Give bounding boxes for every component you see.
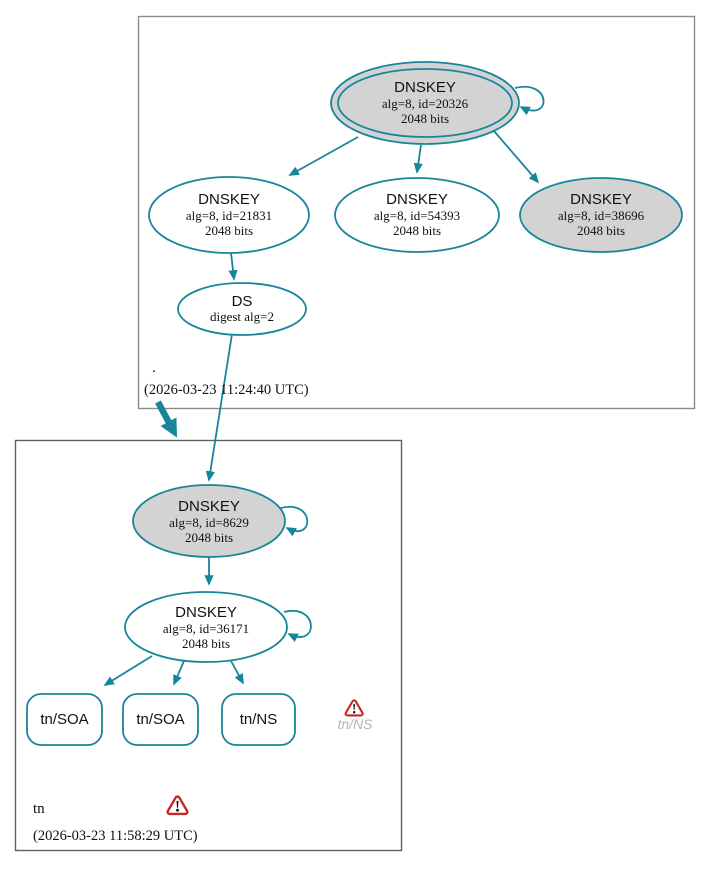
node-size: 2048 bits	[182, 636, 230, 651]
zone-label-root: .	[152, 360, 156, 376]
zone-box-tn	[14, 439, 403, 852]
edge-20326-38696	[493, 130, 540, 184]
edge-20326-54393	[413, 144, 423, 174]
rrset-node-tn-soa-2[interactable]: tn/SOA	[122, 693, 199, 746]
delegation-arrow	[155, 400, 177, 438]
node-title: DNSKEY	[175, 604, 237, 621]
zone-timestamp-tn: (2026-03-23 11:58:29 UTC)	[33, 828, 198, 844]
node-title: DNSKEY	[570, 191, 632, 208]
node-size: 2048 bits	[185, 530, 233, 545]
node-size: 2048 bits	[205, 223, 253, 238]
node-size: 2048 bits	[393, 223, 441, 238]
edge-36171-soa1	[103, 655, 153, 686]
edge-selfsign-20326	[514, 85, 545, 116]
rrset-label: tn/SOA	[136, 711, 184, 728]
rrset-node-tn-ns[interactable]: tn/NS	[221, 693, 296, 746]
edge-36171-soa2	[173, 660, 185, 686]
rrset-node-tn-soa-1[interactable]: tn/SOA	[26, 693, 103, 746]
edge-selfsign-36171	[283, 609, 312, 643]
node-detail: alg=8, id=8629	[169, 515, 249, 530]
node-title: DNSKEY	[178, 498, 240, 515]
warning-icon	[344, 699, 364, 717]
node-title: DNSKEY	[394, 79, 456, 96]
edge-ds-8629	[205, 333, 233, 482]
rrset-node-tn-ns-error[interactable]: tn/NS	[337, 699, 373, 732]
node-title: DNSKEY	[198, 191, 260, 208]
dnskey-node-21831[interactable]: DNSKEY alg=8, id=21831 2048 bits	[148, 176, 310, 254]
dnskey-node-38696[interactable]: DNSKEY alg=8, id=38696 2048 bits	[519, 177, 683, 253]
rrset-label-muted: tn/NS	[337, 716, 373, 732]
node-title: DNSKEY	[386, 191, 448, 208]
node-detail: alg=8, id=54393	[374, 208, 460, 223]
warning-icon	[166, 795, 189, 816]
zone-label-tn: tn	[33, 801, 45, 817]
node-size: 2048 bits	[577, 223, 625, 238]
node-detail: alg=8, id=21831	[186, 208, 272, 223]
rrset-label: tn/NS	[240, 711, 278, 728]
node-detail: digest alg=2	[210, 309, 274, 324]
dnskey-node-36171[interactable]: DNSKEY alg=8, id=36171 2048 bits	[124, 591, 288, 663]
dnskey-node-20326[interactable]: DNSKEY alg=8, id=20326 2048 bits	[330, 61, 520, 145]
zone-timestamp-root: (2026-03-23 11:24:40 UTC)	[144, 382, 309, 398]
ds-node[interactable]: DS digest alg=2	[177, 282, 307, 336]
rrset-label: tn/SOA	[40, 711, 88, 728]
node-detail: alg=8, id=38696	[558, 208, 645, 223]
node-size: 2048 bits	[401, 111, 449, 126]
dnskey-node-8629[interactable]: DNSKEY alg=8, id=8629 2048 bits	[132, 484, 286, 558]
edge-20326-21831	[288, 136, 359, 176]
node-title: DS	[232, 293, 253, 310]
node-detail: alg=8, id=36171	[163, 621, 249, 636]
edge-selfsign-8629	[280, 505, 309, 537]
edge-36171-ns	[229, 658, 244, 685]
edge-21831-ds	[228, 252, 238, 281]
dnskey-node-54393[interactable]: DNSKEY alg=8, id=54393 2048 bits	[334, 177, 500, 253]
zone-box-root	[137, 15, 696, 410]
node-detail: alg=8, id=20326	[382, 96, 469, 111]
